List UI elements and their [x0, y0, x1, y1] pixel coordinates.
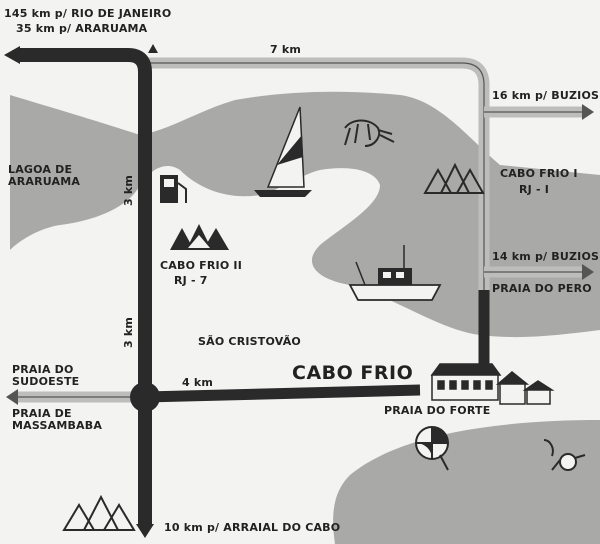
- shrimp-icon: [344, 119, 395, 147]
- label-praia-forte: PRAIA DO FORTE: [384, 404, 491, 417]
- label-arraial: 10 km p/ ARRAIAL DO CABO: [164, 521, 341, 534]
- label-rio: 145 km p/ RIO DE JANEIRO: [4, 7, 172, 20]
- sailboat-icon: [254, 106, 312, 197]
- houses-icon: [430, 363, 555, 405]
- label-7km: 7 km: [270, 43, 302, 56]
- label-praia-sudoeste: PRAIA DO SUDOESTE: [12, 363, 80, 388]
- label-lagoa: LAGOA DE ARARUAMA: [8, 163, 81, 188]
- label-3km-bottom: 3 km: [122, 316, 135, 348]
- fishing-boat-icon: [348, 245, 442, 301]
- label-cabo-frio-1: CABO FRIO I: [500, 167, 578, 180]
- lagoon-water: [10, 91, 600, 338]
- road-cabofrio-4km: [144, 384, 421, 403]
- road-rio: [18, 48, 152, 525]
- label-rj1: RJ - I: [519, 183, 550, 196]
- label-praia-pero: PRAIA DO PERO: [492, 282, 592, 295]
- mountain-icon-bottom: [62, 494, 136, 531]
- diver-icon: [543, 439, 586, 471]
- label-4km: 4 km: [182, 376, 214, 389]
- label-3km-top: 3 km: [122, 174, 135, 206]
- label-cabo-frio: CABO FRIO: [292, 362, 414, 384]
- label-praia-massambaba: PRAIA DE MASSAMBABA: [12, 407, 103, 432]
- label-araruama-distance: 35 km p/ ARARUAMA: [16, 22, 148, 35]
- label-cabo-frio-2: CABO FRIO II: [160, 259, 242, 272]
- roundabout: [130, 382, 160, 412]
- label-rj7: RJ - 7: [174, 274, 208, 287]
- mountain-icon-cabofrio1: [423, 162, 485, 194]
- beach-umbrella-icon: [415, 426, 449, 471]
- mountain-icon: [170, 224, 229, 250]
- label-buzios-14: 14 km p/ BUZIOS: [492, 250, 600, 263]
- label-buzios-16: 16 km p/ BUZIOS: [492, 89, 600, 102]
- ocean-water: [333, 420, 600, 544]
- gas-station-icon: [160, 175, 187, 203]
- label-sao-cristovao: SÃO CRISTOVÃO: [198, 335, 301, 348]
